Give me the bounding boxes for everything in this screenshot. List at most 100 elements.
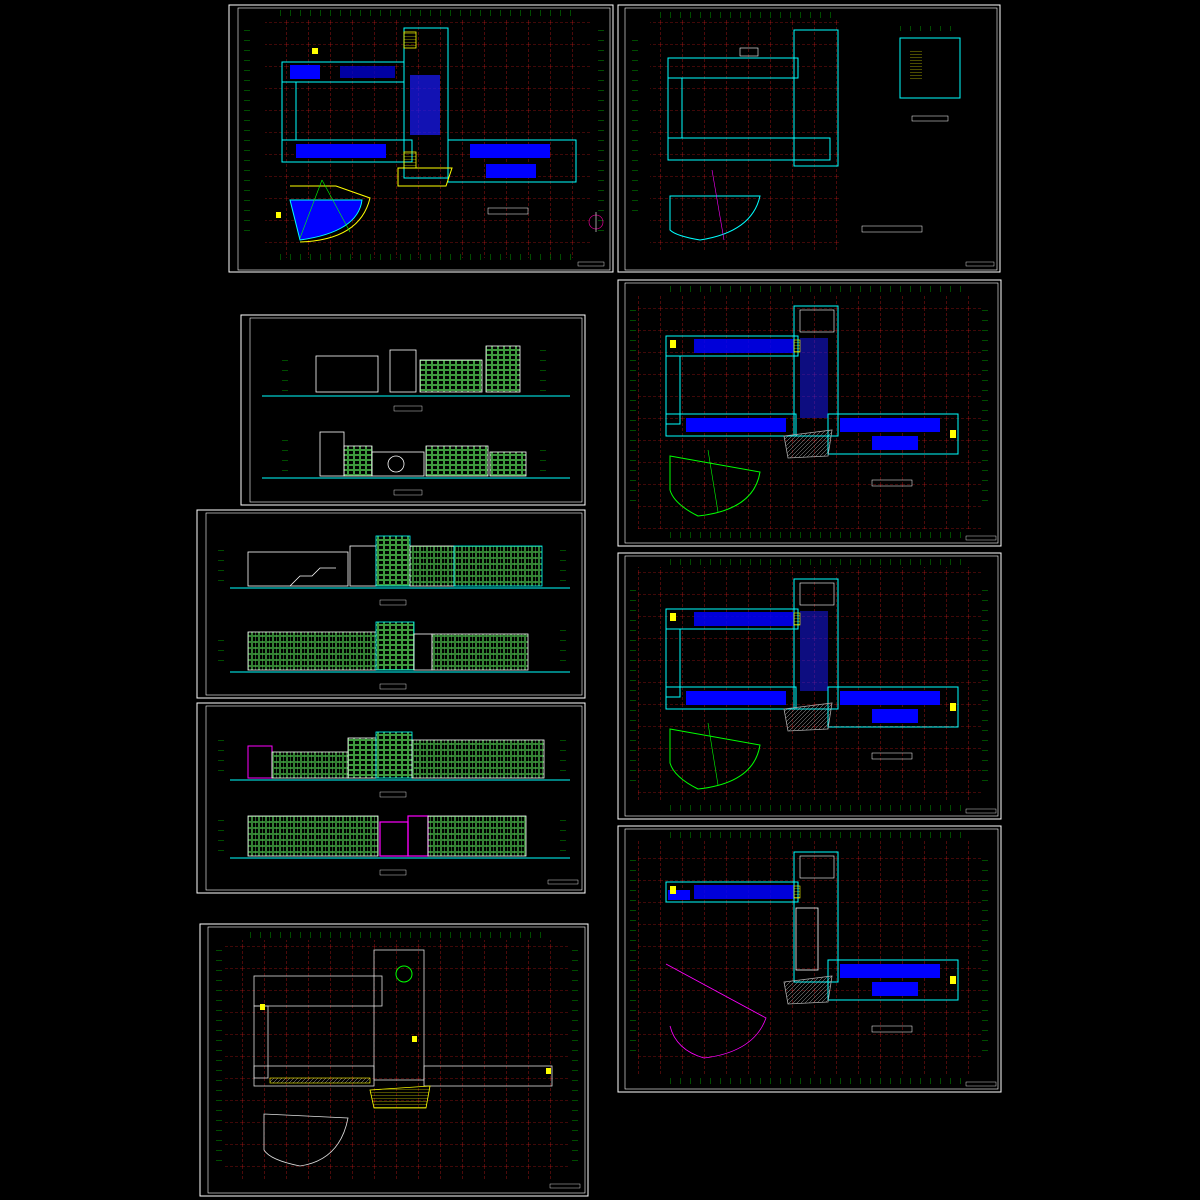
building-volume — [343, 445, 373, 477]
sheet-site-plan — [199, 923, 589, 1197]
dimension-inset-top — [900, 26, 960, 31]
north-rooms — [290, 65, 320, 79]
east-rooms — [840, 418, 940, 432]
detail-inset — [899, 37, 961, 99]
sheet-inner-frame — [624, 555, 999, 817]
sheet-inner-frame — [624, 282, 999, 544]
building-volume — [347, 737, 377, 779]
entrance-ramp — [397, 167, 453, 187]
sheet-plan-1 — [228, 4, 614, 273]
sheet-plan-2 — [617, 279, 1002, 547]
sheet-frame — [617, 552, 1002, 820]
auditorium-radial — [299, 179, 323, 239]
sheet-stamp — [965, 1081, 997, 1087]
sheet-inner-frame — [205, 705, 583, 891]
north-rooms — [668, 890, 690, 900]
auditorium-radial — [707, 722, 719, 786]
sheet-inner-frame — [205, 512, 583, 696]
caption — [379, 791, 407, 798]
title-block — [871, 752, 913, 760]
stair-profile — [289, 567, 336, 587]
yellow-column — [670, 886, 676, 894]
west-link — [281, 81, 297, 141]
title-block — [911, 115, 949, 122]
auditorium-fan — [289, 199, 363, 241]
dimension-right — [560, 816, 566, 856]
yellow-column — [950, 430, 956, 438]
building-volume — [489, 451, 527, 477]
north-rooms — [694, 339, 794, 353]
dimension-left — [218, 818, 224, 856]
sheet-stamp — [549, 1183, 581, 1189]
stair-block — [739, 47, 759, 57]
yellow-column — [950, 976, 956, 984]
sheet-stamp — [965, 808, 997, 814]
building-volume — [431, 633, 529, 671]
roof-east — [423, 1065, 553, 1087]
building-volume — [349, 545, 377, 587]
dimension-left — [218, 632, 224, 670]
yellow-column — [276, 212, 281, 218]
caption — [379, 683, 407, 690]
building-volume — [247, 551, 349, 587]
auditorium-outline — [665, 963, 767, 1059]
south-wing — [665, 413, 797, 437]
auditorium-outline — [669, 455, 761, 517]
building-volume — [485, 345, 521, 393]
dimension-left — [218, 740, 224, 778]
caption — [379, 599, 407, 606]
title-block — [487, 207, 529, 215]
sheet-inner-frame — [207, 926, 586, 1194]
dimension-right — [540, 346, 546, 392]
sheet-frame — [199, 923, 589, 1197]
sheet-frame — [617, 279, 1002, 547]
spine-tower — [799, 582, 835, 606]
building-volume — [453, 545, 543, 587]
spine-tower — [799, 855, 835, 879]
west-link — [665, 628, 681, 698]
sheet-elev-small — [240, 314, 586, 506]
central-spine — [403, 27, 449, 179]
auditorium-roof — [263, 1113, 349, 1167]
yellow-column — [546, 1068, 551, 1074]
entrance-canopy — [369, 1085, 431, 1109]
east-wing — [447, 139, 577, 183]
dimension-top — [275, 10, 575, 16]
sheet-stamp — [965, 261, 995, 267]
east-rooms — [872, 709, 918, 723]
dimension-left — [282, 438, 288, 476]
dimension-top — [663, 286, 963, 292]
west-link — [667, 77, 683, 139]
dimension-bottom — [663, 532, 963, 538]
auditorium-radial — [707, 449, 719, 513]
building-volume — [425, 445, 489, 477]
sheet-frame — [617, 4, 1001, 273]
yellow-column — [670, 613, 676, 621]
building-volume — [411, 739, 545, 779]
building-volume — [371, 451, 425, 477]
yellow-column — [670, 340, 676, 348]
sheet-inner-frame — [249, 317, 583, 503]
dimension-top — [663, 832, 963, 838]
building-volume — [315, 355, 379, 393]
dimension-right — [560, 628, 566, 670]
north-rooms — [340, 66, 395, 78]
dimension-left — [218, 550, 224, 586]
south-wing — [281, 139, 413, 163]
building-volume — [247, 745, 273, 779]
detail-inset-rooms — [910, 50, 922, 80]
roof-north — [253, 975, 383, 1007]
dimension-right — [560, 546, 566, 586]
building-volume — [247, 815, 379, 857]
south-rooms — [686, 691, 786, 705]
caption — [393, 405, 423, 412]
building-volume — [407, 815, 429, 857]
auditorium-arc — [290, 185, 371, 243]
south-wing — [665, 686, 797, 710]
east-rooms — [872, 982, 918, 996]
sheet-plan-3 — [617, 552, 1002, 820]
east-rooms — [840, 691, 940, 705]
roof-skylights — [269, 1077, 371, 1084]
grid-axes — [638, 840, 983, 1075]
caption — [379, 869, 407, 876]
